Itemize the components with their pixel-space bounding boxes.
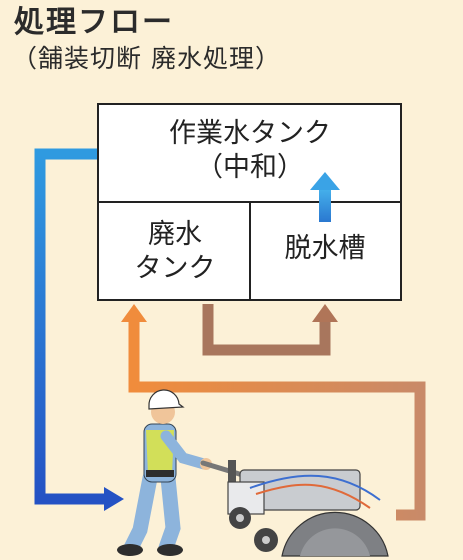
- page-title: 処理フロー: [14, 5, 174, 40]
- waste-tank-label-line1: 廃水: [148, 219, 202, 250]
- return-flow-arrowhead: [121, 304, 147, 322]
- transfer-flow-arrowhead: [312, 304, 338, 322]
- transfer-flow-line: [202, 304, 331, 356]
- cutting-machine: [200, 460, 389, 557]
- work-tank-sublabel: （中和）: [196, 152, 304, 183]
- supply-flow-arrowhead: [104, 487, 124, 511]
- supply-flow-line: [34, 148, 104, 505]
- return-flow-line: [128, 320, 426, 521]
- worker-illustration: [117, 389, 212, 556]
- page-subtitle: （舗装切断 廃水処理）: [12, 44, 281, 73]
- dewater-up-arrow-head: [310, 172, 340, 190]
- dewater-tank-label: 脱水槽: [284, 233, 366, 264]
- work-tank-label: 作業水タンク: [169, 118, 331, 149]
- dewater-up-arrow-shaft: [319, 188, 331, 222]
- waste-tank-label-line2: タンク: [134, 253, 216, 284]
